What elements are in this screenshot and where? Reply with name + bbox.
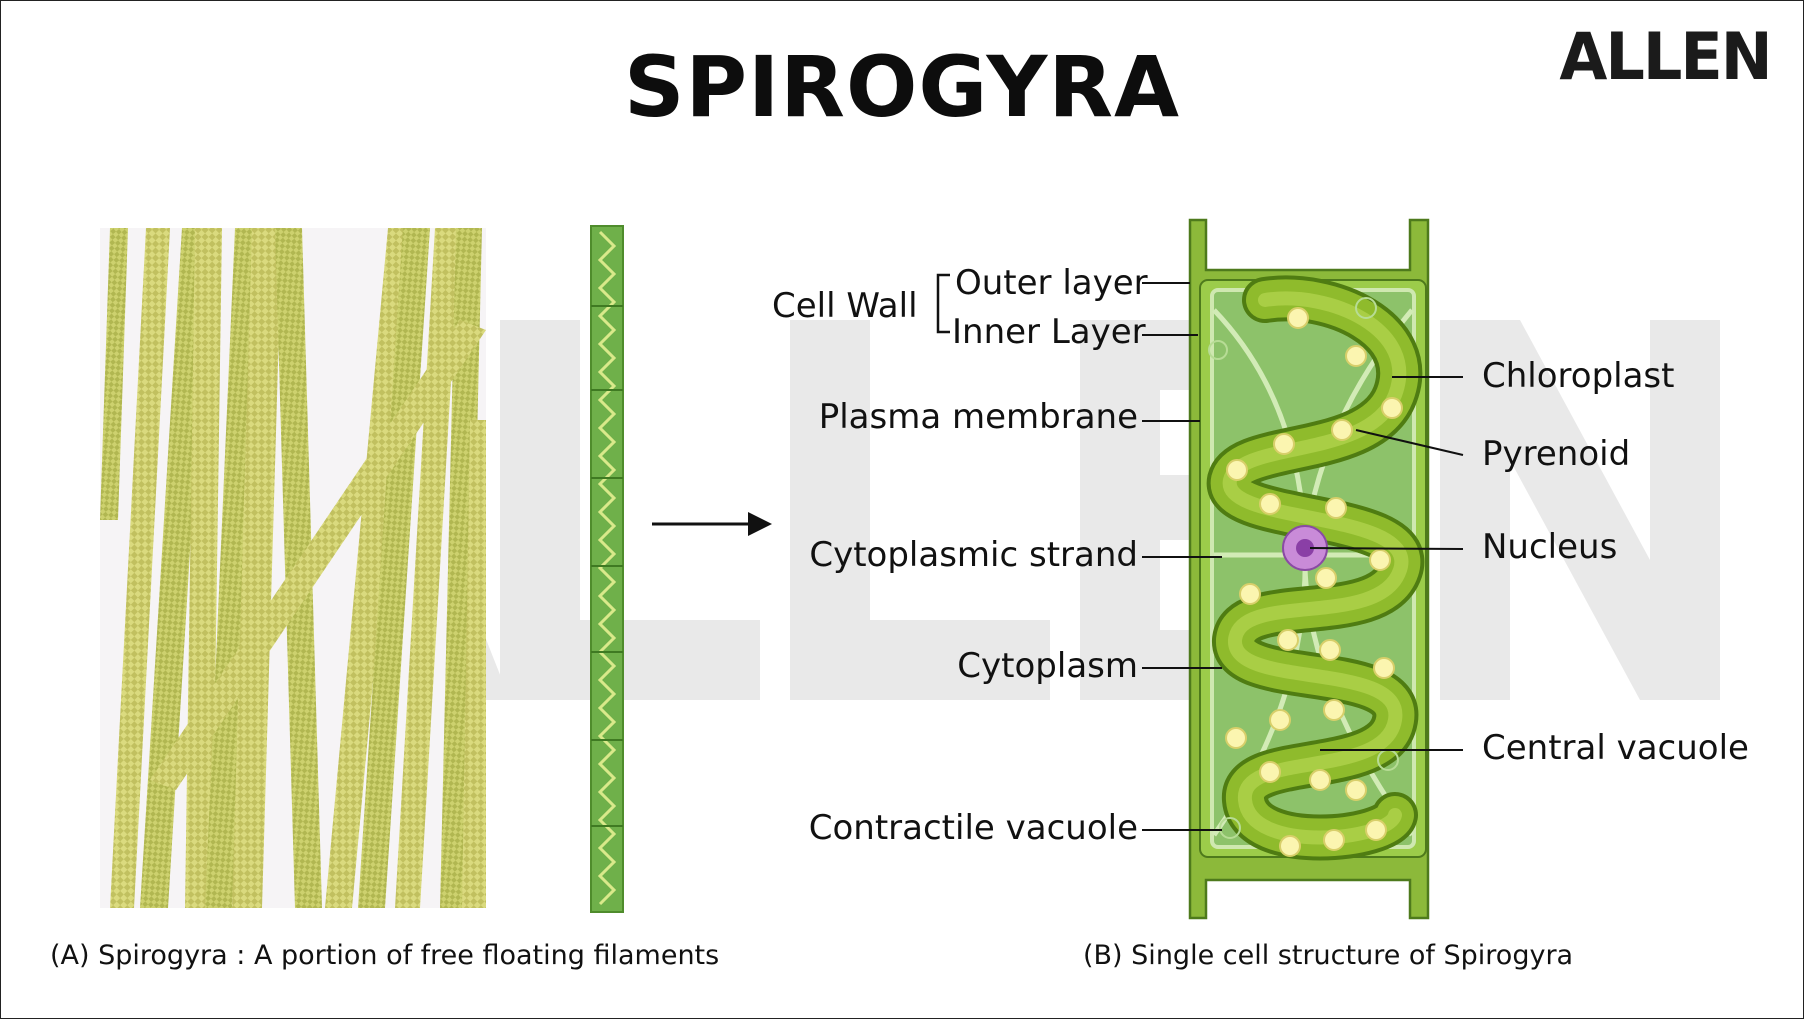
spirogyra-cell bbox=[1188, 218, 1430, 920]
nucleus-shape bbox=[1282, 525, 1328, 571]
label-pyrenoid: Pyrenoid bbox=[1482, 434, 1631, 474]
caption-left: (A) Spirogyra : A portion of free floati… bbox=[50, 940, 720, 971]
pyrenoid-dots bbox=[1225, 307, 1403, 857]
leader-lines bbox=[1142, 282, 1464, 831]
label-cytoplasm: Cytoplasm bbox=[957, 646, 1138, 686]
label-cytoplasmic-strand: Cytoplasmic strand bbox=[809, 535, 1138, 575]
label-nucleus: Nucleus bbox=[1482, 527, 1618, 567]
single-filament bbox=[590, 225, 624, 913]
label-chloroplast: Chloroplast bbox=[1482, 356, 1675, 396]
label-outer-layer: Outer layer bbox=[955, 263, 1148, 303]
label-central-vacuole: Central vacuole bbox=[1482, 728, 1749, 768]
brand-logo: ALLEN bbox=[1559, 18, 1772, 95]
label-contractile-vacuole: Contractile vacuole bbox=[808, 808, 1138, 848]
label-inner-layer: Inner Layer bbox=[952, 312, 1146, 352]
cell-wall-bracket bbox=[936, 273, 950, 334]
page-title: SPIROGYRA bbox=[623, 38, 1181, 136]
label-cell-wall: Cell Wall bbox=[772, 286, 918, 326]
caption-right: (B) Single cell structure of Spirogyra bbox=[1083, 940, 1574, 971]
micrograph-filaments bbox=[100, 228, 486, 908]
arrow-right-icon bbox=[652, 512, 772, 536]
label-plasma-membrane: Plasma membrane bbox=[818, 397, 1138, 437]
